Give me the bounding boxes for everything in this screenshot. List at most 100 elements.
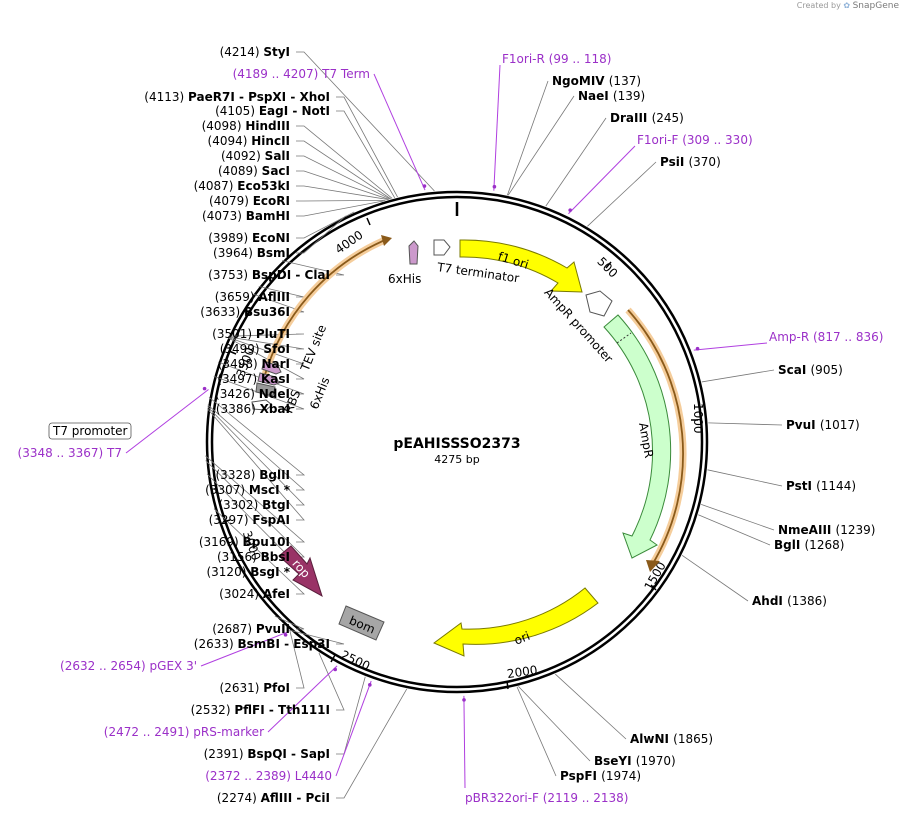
site-label-afliii[interactable]: (3659) AflIII <box>215 290 290 304</box>
site-label-nmeaiii[interactable]: NmeAIII (1239) <box>778 523 875 537</box>
primer-label-f1ori-r[interactable]: F1ori-R (99 .. 118) <box>502 52 611 66</box>
primer-range: (4189 .. 4207) <box>233 67 323 81</box>
site-label-psii[interactable]: PsiI (370) <box>660 155 721 169</box>
feature-label-6xhis-lower: 6xHis <box>307 375 332 411</box>
site-label-pfoi[interactable]: (2631) PfoI <box>220 681 290 695</box>
feature-bom[interactable]: bom <box>338 605 385 641</box>
site-label-bpu10i[interactable]: (3169) Bpu10I <box>199 535 290 549</box>
site-label-hincii[interactable]: (4094) HincII <box>208 134 290 148</box>
site-label-kasi[interactable]: (3497) KasI <box>217 372 290 386</box>
site-label-econi[interactable]: (3989) EcoNI <box>208 231 290 245</box>
enzyme-name: NaeI <box>578 89 613 103</box>
site-position: (4214) <box>220 45 264 59</box>
site-label-eagi-noti[interactable]: (4105) EagI - NotI <box>215 104 330 118</box>
site-label-saci[interactable]: (4089) SacI <box>218 164 290 178</box>
site-label-pspfi[interactable]: PspFI (1974) <box>560 769 641 783</box>
t7-promoter-box[interactable]: T7 promoter <box>48 422 132 440</box>
plasmid-name: pEAHISSSO2373 <box>393 436 520 452</box>
site-position: (4105) <box>215 104 259 118</box>
site-label-bsu36i[interactable]: (3633) Bsu36I <box>200 305 290 319</box>
site-label-nari[interactable]: (3498) NarI <box>218 357 290 371</box>
site-label-pflfi-tth111i[interactable]: (2532) PflFI - Tth111I <box>191 703 330 717</box>
site-label-bgli[interactable]: BglI (1268) <box>774 538 844 552</box>
site-label-msci[interactable]: (3307) MscI * <box>205 483 291 497</box>
primer-label-t7[interactable]: (3348 .. 3367) T7 <box>18 446 122 460</box>
site-label-ngomiv[interactable]: NgoMIV (137) <box>552 74 641 88</box>
site-label-sfoi[interactable]: (3499) SfoI <box>220 342 290 356</box>
primer-label-prs-marker[interactable]: (2472 .. 2491) pRS-marker <box>104 725 264 739</box>
site-label-pluti[interactable]: (3501) PluTI <box>212 327 290 341</box>
primer-name: T7 Term <box>321 67 370 81</box>
site-position: (3659) <box>215 290 259 304</box>
primer-label-pbr322ori-f[interactable]: pBR322ori-F (2119 .. 2138) <box>465 791 628 805</box>
site-label-psti[interactable]: PstI (1144) <box>786 479 856 493</box>
plasmid-length: 4275 bp <box>434 453 479 466</box>
primer-site-mark <box>333 667 338 672</box>
site-label-btgi[interactable]: (3302) BtgI <box>218 498 290 512</box>
site-label-xbai[interactable]: (3386) XbaI <box>216 402 290 416</box>
enzyme-name: StyI <box>263 45 290 59</box>
enzyme-name: Bsu36I <box>244 305 290 319</box>
site-label-sali[interactable]: (4092) SalI <box>221 149 290 163</box>
site-label-bamhi[interactable]: (4073) BamHI <box>202 209 290 223</box>
enzyme-name: AflIII <box>258 290 290 304</box>
site-label-bsmi[interactable]: (3964) BsmI <box>213 246 290 260</box>
site-label-bseyi[interactable]: BseYI (1970) <box>594 754 676 768</box>
feature-6xhis-upper[interactable]: 6xHis <box>388 240 421 286</box>
site-label-hindiii[interactable]: (4098) HindIII <box>202 119 290 133</box>
site-label-paer7i-pspxi-xhoi[interactable]: (4113) PaeR7I - PspXI - XhoI <box>144 90 330 104</box>
primer-label-f1ori-f[interactable]: F1ori-F (309 .. 330) <box>637 133 753 147</box>
primer-label-l4440[interactable]: (2372 .. 2389) L4440 <box>205 769 332 783</box>
site-position: (3498) <box>218 357 262 371</box>
enzyme-name: XbaI <box>260 402 290 416</box>
site-position: (370) <box>688 155 720 169</box>
site-label-bsgi[interactable]: (3120) BsgI * <box>206 565 290 579</box>
site-position: (4113) <box>144 90 188 104</box>
site-label-pvui[interactable]: PvuI (1017) <box>786 418 860 432</box>
site-position: (4087) <box>194 179 238 193</box>
site-position: (905) <box>811 363 843 377</box>
credit-brand: SnapGene <box>852 1 899 11</box>
site-position: (3169) <box>199 535 243 549</box>
site-label-bspqi-sapi[interactable]: (2391) BspQI - SapI <box>204 747 330 761</box>
site-label-afliii-pcii[interactable]: (2274) AflIII - PciI <box>217 791 330 805</box>
feature-ampr-promoter[interactable]: AmpR promoter <box>541 285 615 365</box>
site-position: (3297) <box>209 513 253 527</box>
primer-range: (3348 .. 3367) <box>18 446 108 460</box>
site-label-bsmbi-esp3i[interactable]: (2633) BsmBI - Esp3I <box>194 637 330 651</box>
site-position: (4092) <box>221 149 265 163</box>
site-position: (3120) <box>206 565 250 579</box>
site-label-eco53ki[interactable]: (4087) Eco53kI <box>194 179 290 193</box>
site-label-draiii[interactable]: DraIII (245) <box>610 111 684 125</box>
site-label-fspai[interactable]: (3297) FspAI <box>209 513 290 527</box>
primer-label-pgex-3[interactable]: (2632 .. 2654) pGEX 3' <box>60 659 197 673</box>
site-label-bglii[interactable]: (3328) BglII <box>216 468 291 482</box>
site-position: (3499) <box>220 342 264 356</box>
enzyme-name: - Esp3I <box>280 637 330 651</box>
enzyme-name: NarI <box>261 357 290 371</box>
site-label-naei[interactable]: NaeI (139) <box>578 89 645 103</box>
primer-site-mark <box>368 683 372 687</box>
enzyme-name: - NotI <box>288 104 330 118</box>
site-position: (3989) <box>208 231 252 245</box>
site-label-afei[interactable]: (3024) AfeI <box>219 587 290 601</box>
site-label-scai[interactable]: ScaI (905) <box>778 363 843 377</box>
feature-ori[interactable]: ori <box>433 587 599 657</box>
primer-label-amp-r[interactable]: Amp-R (817 .. 836) <box>769 330 883 344</box>
feature-t7-promoter[interactable] <box>251 399 273 411</box>
enzyme-name: PstI <box>786 479 816 493</box>
site-position: (2631) <box>220 681 264 695</box>
site-label-pvuii[interactable]: (2687) PvuII <box>212 622 290 636</box>
feature-ampr[interactable]: AmpR <box>603 314 672 559</box>
site-label-bbsi[interactable]: (3156) BbsI <box>217 550 290 564</box>
site-label-ecori[interactable]: (4079) EcoRI <box>209 194 290 208</box>
site-label-bspdi-clai[interactable]: (3753) BspDI - ClaI <box>208 268 330 282</box>
site-label-ahdi[interactable]: AhdI (1386) <box>752 594 827 608</box>
enzyme-name: MscI * <box>249 483 291 497</box>
site-position: (245) <box>652 111 684 125</box>
site-label-alwni[interactable]: AlwNI (1865) <box>630 732 713 746</box>
site-label-styi[interactable]: (4214) StyI <box>220 45 290 59</box>
site-position: (3497) <box>217 372 261 386</box>
site-label-ndei[interactable]: (3426) NdeI <box>215 387 290 401</box>
primer-label-t7-term[interactable]: (4189 .. 4207) T7 Term <box>233 67 370 81</box>
